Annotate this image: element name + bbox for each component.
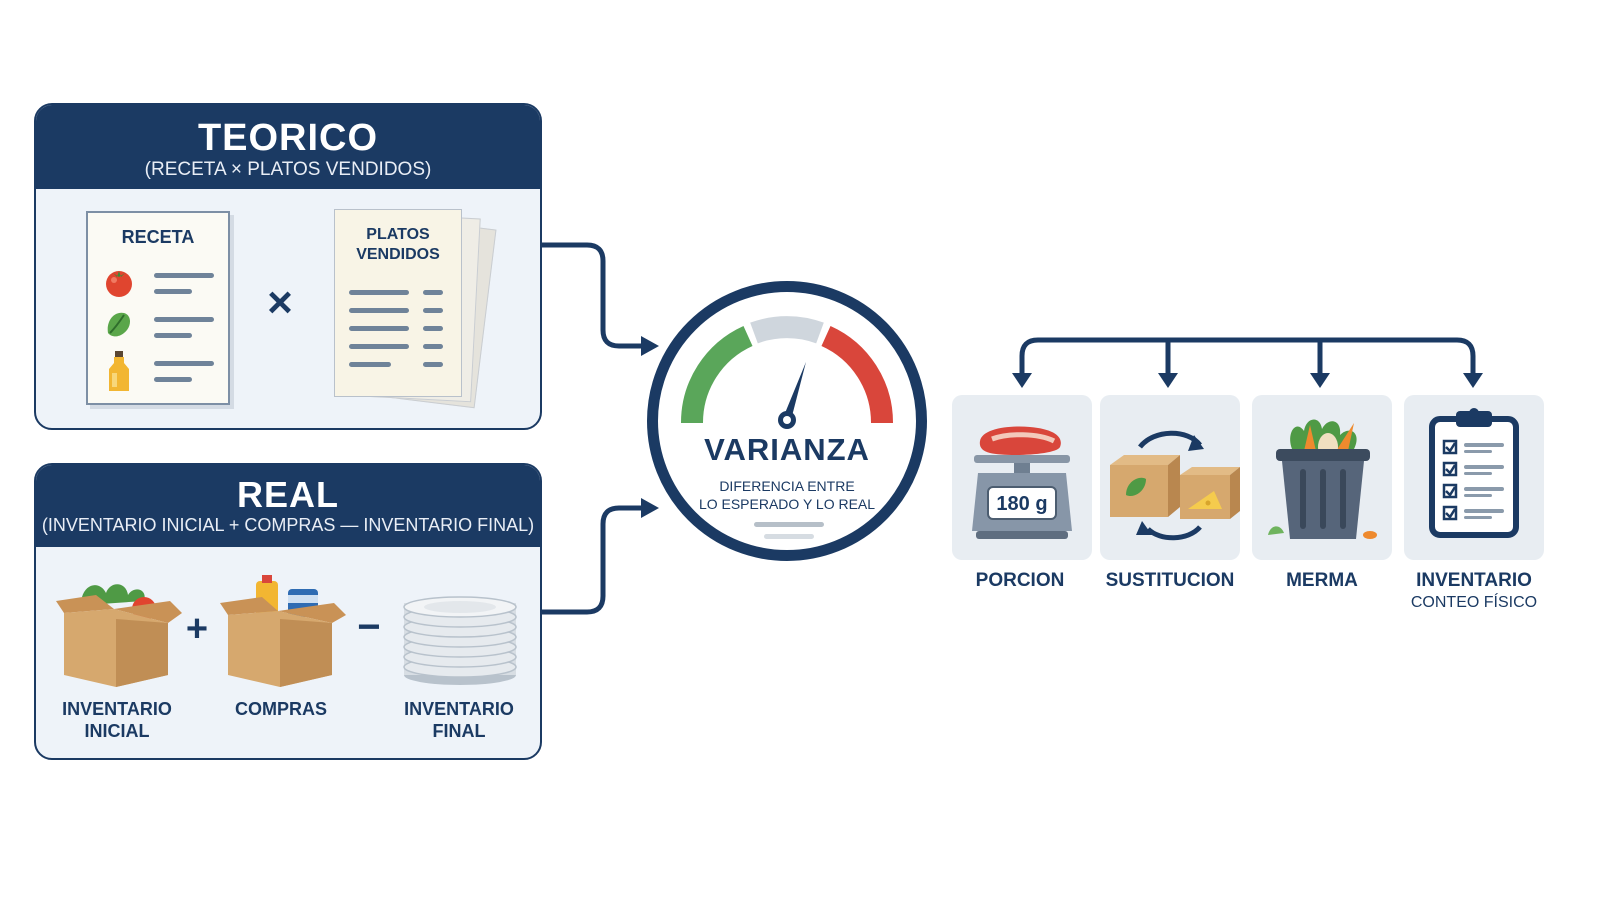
oil-bottle-icon — [109, 351, 129, 391]
varianza-title: VARIANZA — [704, 432, 870, 467]
porcion-label: PORCION — [975, 570, 1065, 591]
scale-readout: 180 g — [996, 493, 1048, 515]
multiply-operator: × — [267, 278, 293, 327]
plate-stack-icon — [403, 596, 517, 685]
receta-label: RECETA — [121, 227, 195, 247]
platos-line — [349, 344, 409, 349]
tile-sustitucion — [1100, 395, 1240, 560]
lettuce-icon — [107, 312, 130, 337]
waste-bin-icon — [1268, 419, 1377, 539]
platos-line — [423, 344, 443, 349]
conteo-fisico-label: CONTEO FÍSICO — [1410, 594, 1538, 611]
tomato-icon — [106, 271, 132, 297]
platos-receipt: PLATOS VENDIDOS — [334, 209, 462, 397]
platos-line — [349, 308, 409, 313]
platos-line — [349, 290, 409, 295]
real-header: REAL (INVENTARIO INICIAL + COMPRAS — INV… — [36, 465, 540, 547]
teorico-header: TEORICO (RECETA × PLATOS VENDIDOS) — [36, 105, 540, 189]
arrow-varianza-to-causes — [1019, 337, 1476, 375]
platos-line — [349, 362, 391, 367]
sustitucion-label: SUSTITUCION — [1105, 570, 1235, 591]
merma-label: MERMA — [1286, 570, 1358, 591]
inventario-label: INVENTARIO — [1416, 570, 1532, 591]
platos-line — [423, 326, 443, 331]
compras-label: COMPRAS — [234, 699, 327, 719]
inventario-final-label-1: INVENTARIO — [404, 699, 514, 719]
platos-line — [423, 290, 443, 295]
receta-line — [154, 317, 214, 322]
platos-line — [349, 326, 409, 331]
swap-boxes-icon — [1110, 430, 1240, 541]
varianza-gauge: VARIANZA DIFERENCIA ENTRE LO ESPERADO Y … — [647, 281, 927, 561]
receta-line — [154, 377, 192, 382]
plus-operator: + — [185, 608, 209, 650]
inventario-inicial-label-1: INVENTARIO — [62, 699, 172, 719]
arrow-real-to-varianza — [542, 505, 645, 615]
real-subtitle: (INVENTARIO INICIAL + COMPRAS — INVENTAR… — [41, 515, 535, 535]
tile-inventario — [1404, 395, 1544, 560]
platos-label-1: PLATOS — [366, 226, 430, 243]
teorico-panel: TEORICO (RECETA × PLATOS VENDIDOS) RECET… — [34, 103, 542, 430]
tile-porcion: 180 g — [952, 395, 1092, 560]
teorico-subtitle: (RECETA × PLATOS VENDIDOS) — [144, 159, 432, 180]
varianza-subtitle-2: LO ESPERADO Y LO REAL — [698, 496, 876, 512]
receta-document: RECETA — [86, 211, 230, 405]
platos-label-2: VENDIDOS — [356, 246, 440, 263]
platos-vendidos-stack: PLATOS VENDIDOS — [326, 209, 506, 414]
inventory-box-produce-icon — [56, 584, 182, 687]
receta-line — [154, 289, 192, 294]
purchase-box-icon — [220, 575, 346, 687]
arrow-teorico-to-varianza — [542, 242, 645, 349]
receta-line — [154, 361, 214, 366]
minus-operator: − — [357, 605, 381, 649]
platos-line — [423, 362, 443, 367]
meat-scale-icon — [972, 426, 1072, 539]
receta-line — [154, 273, 214, 278]
inventario-final-label-2: FINAL — [432, 721, 486, 741]
real-title: REAL — [237, 474, 339, 515]
teorico-title: TEORICO — [197, 117, 379, 159]
platos-line — [423, 308, 443, 313]
gauge-line — [754, 522, 824, 527]
gauge-line — [764, 534, 814, 539]
tile-merma — [1252, 395, 1392, 560]
varianza-subtitle-1: DIFERENCIA ENTRE — [719, 478, 855, 494]
inventario-inicial-label-2: INICIAL — [84, 721, 150, 741]
real-panel: REAL (INVENTARIO INICIAL + COMPRAS — INV… — [34, 463, 542, 760]
gauge-dial-icon — [680, 316, 894, 429]
receta-line — [154, 333, 192, 338]
clipboard-checklist-icon — [1429, 408, 1519, 538]
